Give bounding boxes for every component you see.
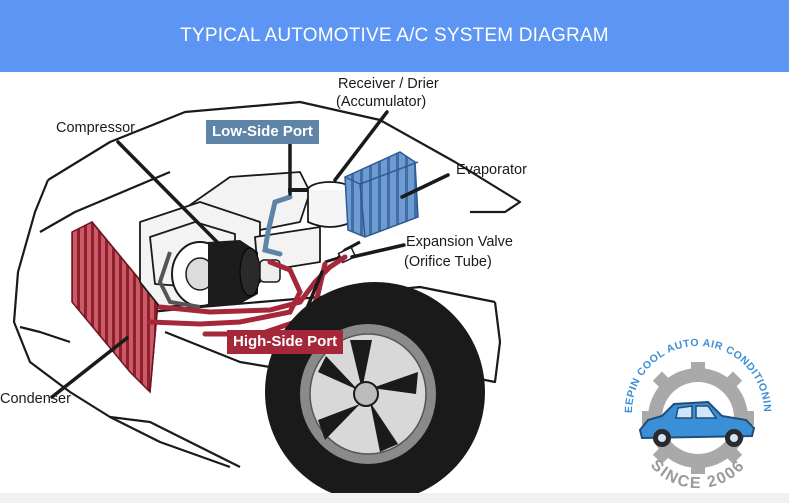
- label-condenser: Condenser: [0, 391, 71, 407]
- label-orifice-tube: (Orifice Tube): [404, 254, 492, 270]
- label-compressor: Compressor: [56, 120, 135, 136]
- low-side-line: [262, 194, 293, 257]
- evaporator-unit: [344, 151, 419, 238]
- drive-belt: [157, 251, 201, 309]
- vintage-car-icon: [638, 400, 756, 447]
- page-title: TYPICAL AUTOMOTIVE A/C SYSTEM DIAGRAM: [180, 25, 609, 46]
- keepin-cool-logo: KEEPIN COOL AUTO AIR CONDITIONING SINCE …: [614, 321, 778, 495]
- label-evaporator: Evaporator: [456, 162, 527, 178]
- label-expansion-valve: Expansion Valve: [406, 234, 513, 250]
- front-wheel: [265, 282, 485, 502]
- label-receiver-drier: Receiver / Drier: [338, 76, 439, 92]
- ac-system-diagram: Compressor Receiver / Drier (Accumulator…: [0, 72, 789, 502]
- footer-strip: [0, 493, 789, 503]
- header-banner: TYPICAL AUTOMOTIVE A/C SYSTEM DIAGRAM: [0, 0, 789, 72]
- leader-lines: [50, 110, 450, 399]
- gear-with-vintage-car-icon: KEEPIN COOL AUTO AIR CONDITIONING SINCE …: [614, 321, 773, 492]
- label-accumulator: (Accumulator): [336, 94, 427, 110]
- tag-low-side-port: Low-Side Port: [206, 120, 319, 144]
- tag-high-side-port: High-Side Port: [227, 330, 344, 354]
